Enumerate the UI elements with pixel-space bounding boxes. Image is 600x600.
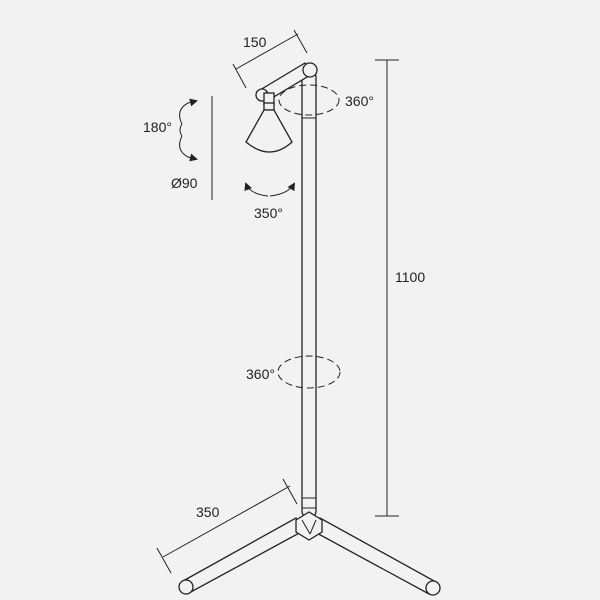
height-label: 1100 xyxy=(395,269,425,285)
shade-rotation-label: 350° xyxy=(254,205,283,221)
top-rotation-ellipse xyxy=(278,84,340,116)
leg-length-label: 350 xyxy=(196,504,220,520)
lamp-body xyxy=(178,62,441,596)
base-legs xyxy=(178,511,441,596)
leg-dimension xyxy=(156,478,298,574)
pole-rotation-label: 360° xyxy=(246,366,275,382)
diameter-label: Ø90 xyxy=(171,175,198,191)
dimension-lines xyxy=(156,29,399,574)
pole xyxy=(301,69,317,519)
shade xyxy=(245,88,293,153)
rotation-indicators xyxy=(179,84,341,389)
top-rotation-label: 360° xyxy=(345,93,374,109)
height-dimension xyxy=(375,59,399,517)
pole-rotation-ellipse xyxy=(277,355,341,389)
tilt-label: 180° xyxy=(143,119,172,135)
tilt-arrow-icon xyxy=(179,98,198,162)
shade-rotation-arrow-icon xyxy=(244,182,296,197)
arm-length-label: 150 xyxy=(243,34,267,50)
arm-dimension xyxy=(232,29,308,89)
